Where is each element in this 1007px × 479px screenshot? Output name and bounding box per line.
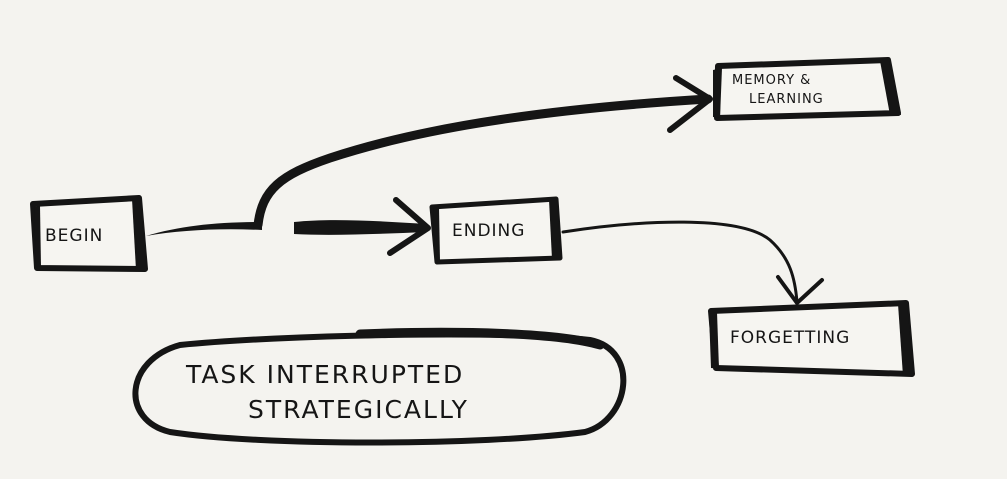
node-ending: ENDING	[429, 196, 563, 265]
node-forgetting: FORGETTING	[708, 300, 915, 377]
connector-ending-to-forgetting	[561, 220, 799, 304]
node-memory-learning: MEMORY & LEARNING	[713, 57, 901, 121]
connector-to-ending	[294, 220, 425, 235]
node-memory-label-line1: MEMORY &	[732, 73, 811, 88]
note-line1: TASK INTERRUPTED	[185, 360, 464, 389]
node-ending-label: ENDING	[452, 221, 525, 241]
arrowhead-forgetting	[776, 275, 824, 305]
arrowhead-memory	[667, 75, 713, 133]
node-begin-label: BEGIN	[45, 226, 103, 246]
note-line2: STRATEGICALLY	[248, 395, 469, 424]
connector-begin-to-memory	[253, 94, 713, 230]
node-forgetting-label: FORGETTING	[730, 328, 850, 348]
node-begin: BEGIN	[30, 195, 148, 272]
connector-begin-left	[146, 222, 262, 236]
note-task-interrupted: TASK INTERRUPTED STRATEGICALLY	[132, 327, 627, 446]
arrowhead-ending	[387, 197, 431, 256]
node-memory-label-line2: LEARNING	[749, 92, 824, 107]
